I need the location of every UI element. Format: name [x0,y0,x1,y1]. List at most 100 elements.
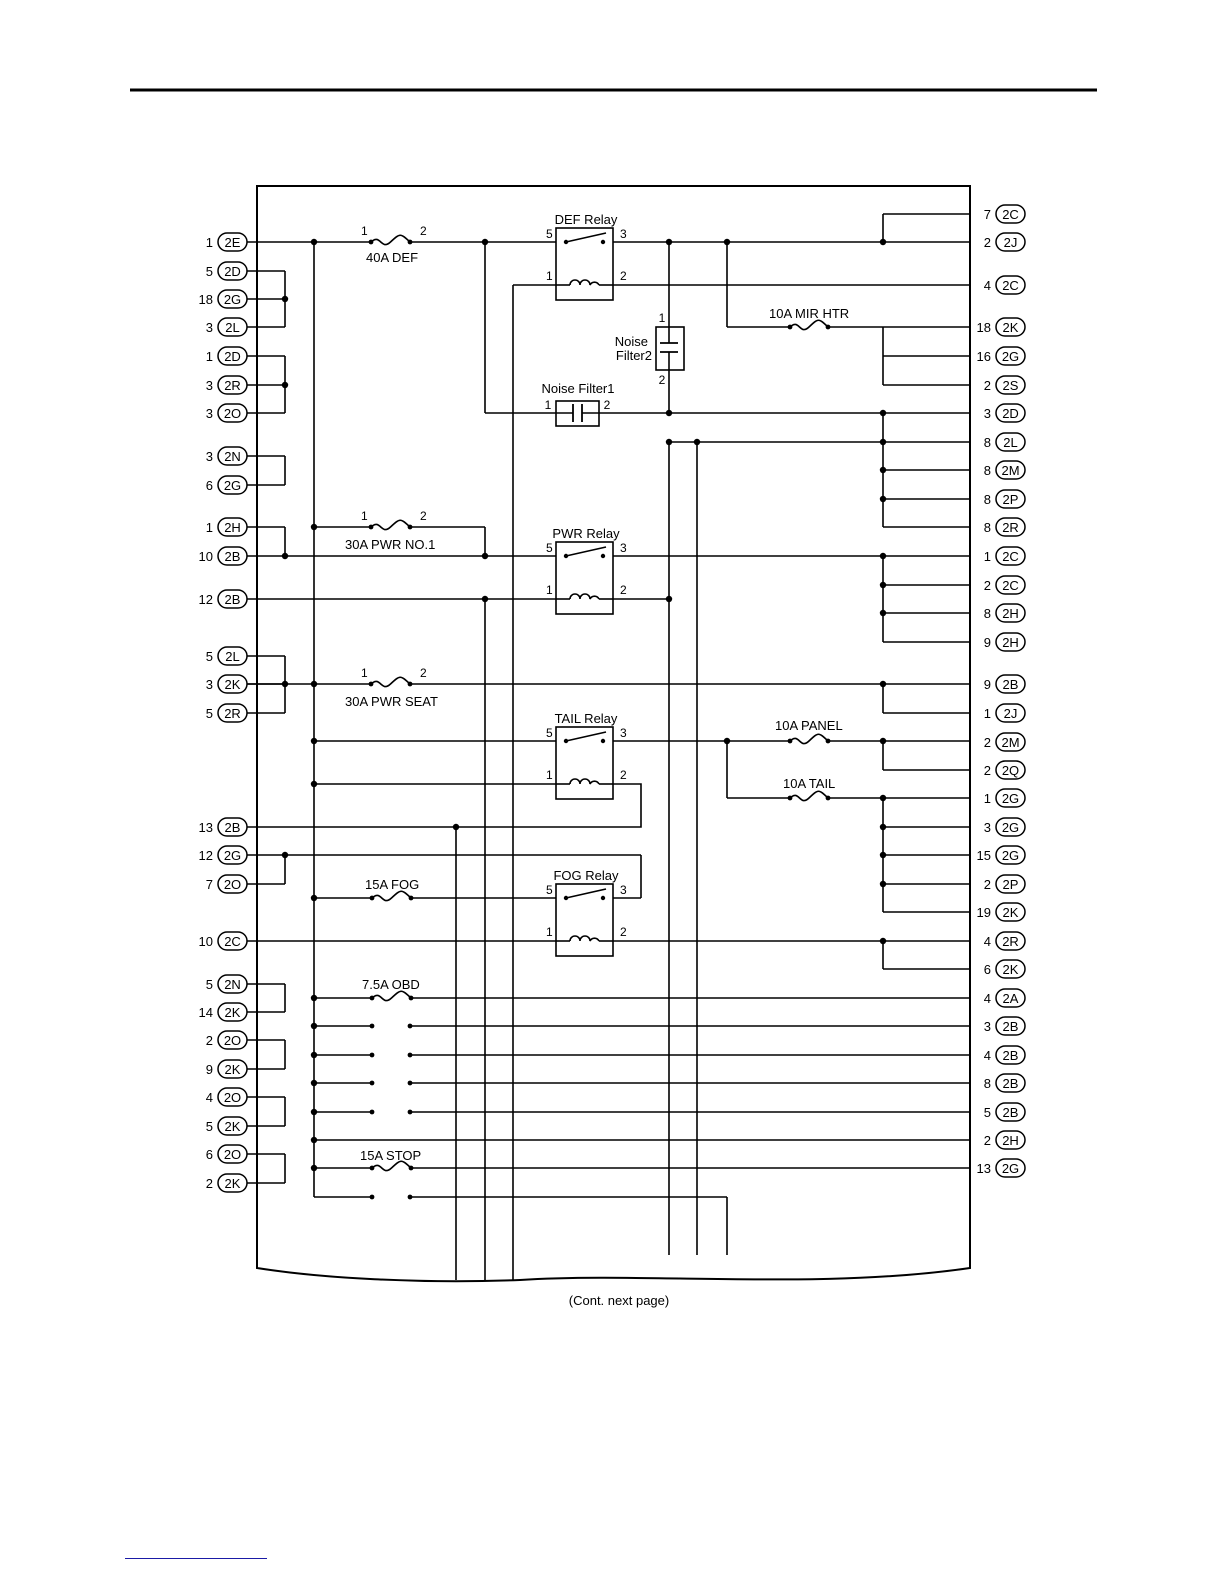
junction-dot [723,737,731,745]
relay-switch-arm [565,731,607,742]
fuse-label: 30A PWR SEAT [345,694,438,709]
connector-badge [217,289,248,309]
junction-dot [879,794,887,802]
junction-dot [665,438,673,446]
connector-badge [995,432,1026,452]
connector-code: 2R [1002,520,1019,535]
junction-dot [879,438,887,446]
connector-code: 2R [224,706,241,721]
connector-pin: 5 [984,1105,991,1120]
junction-dot [281,552,289,560]
connector-code: 2O [224,1090,241,1105]
connector-code: 2C [1002,207,1019,222]
connector-badge [217,375,248,395]
relay-switch-arm [565,232,607,243]
connector-pin: 3 [984,820,991,835]
connector-badge [217,446,248,466]
connector-pin: 3 [984,406,991,421]
junction-dot [879,552,887,560]
fuse-label: 30A PWR NO.1 [345,537,435,552]
connector-pin: 2 [206,1176,213,1191]
connector-pin: 14 [199,1005,213,1020]
connector-pin: 3 [206,677,213,692]
connector-code: 2O [224,1147,241,1162]
junction-dot [310,1079,318,1087]
junction-dot [879,495,887,503]
connector-pin: 4 [984,1048,991,1063]
connector-badge [217,475,248,495]
connector-code: 2G [1002,349,1019,364]
connector-code: 2J [1004,235,1018,250]
relay-contact [600,895,606,901]
spare-slot-terminal [369,1080,375,1086]
fuse-pin: 2 [420,224,427,238]
relay-coil [569,778,600,785]
junction-dot [310,1136,318,1144]
junction-dot [310,780,318,788]
connector-badge [217,931,248,951]
fuse-element [371,890,412,902]
connector-code: 2E [225,235,241,250]
relay-pin: 5 [546,541,553,555]
connector-right: 16 2G [977,346,1026,366]
connector-code: 2O [224,406,241,421]
relay-pin: 2 [620,583,627,597]
relay-pin: 3 [620,227,627,241]
connector-pin: 18 [199,292,213,307]
connector-code: 2D [224,349,241,364]
connector-pin: 16 [977,349,991,364]
connector-badge [217,261,248,281]
junction-dot [310,1164,318,1172]
connector-pin: 8 [984,435,991,450]
connector-badge [995,575,1026,595]
junction-dot [281,381,289,389]
connector-badge [995,703,1026,723]
connector-pin: 5 [206,977,213,992]
connector-code: 2K [1003,320,1019,335]
junction-dot [281,851,289,859]
connector-badge [217,1030,248,1050]
connector-pin: 3 [206,406,213,421]
connector-pin: 15 [977,848,991,863]
relay-contact [600,738,606,744]
connector-badge [995,632,1026,652]
connector-badge [217,1002,248,1022]
connector-code: 2D [1002,406,1019,421]
connector-badge [995,317,1026,337]
connector-badge [217,646,248,666]
connector-pin: 8 [984,1076,991,1091]
connector-badge [995,489,1026,509]
connector-code: 2G [1002,848,1019,863]
junction-dot [879,609,887,617]
connector-badge [217,546,248,566]
noise-filter-pin: 1 [659,311,666,325]
connector-pin: 1 [984,549,991,564]
connector-right: 15 2G [977,845,1026,865]
fuse-pin: 2 [420,666,427,680]
connector-pin: 2 [984,578,991,593]
relay-pin: 3 [620,541,627,555]
connector-pin: 2 [984,763,991,778]
footer-rule [125,1558,267,1559]
